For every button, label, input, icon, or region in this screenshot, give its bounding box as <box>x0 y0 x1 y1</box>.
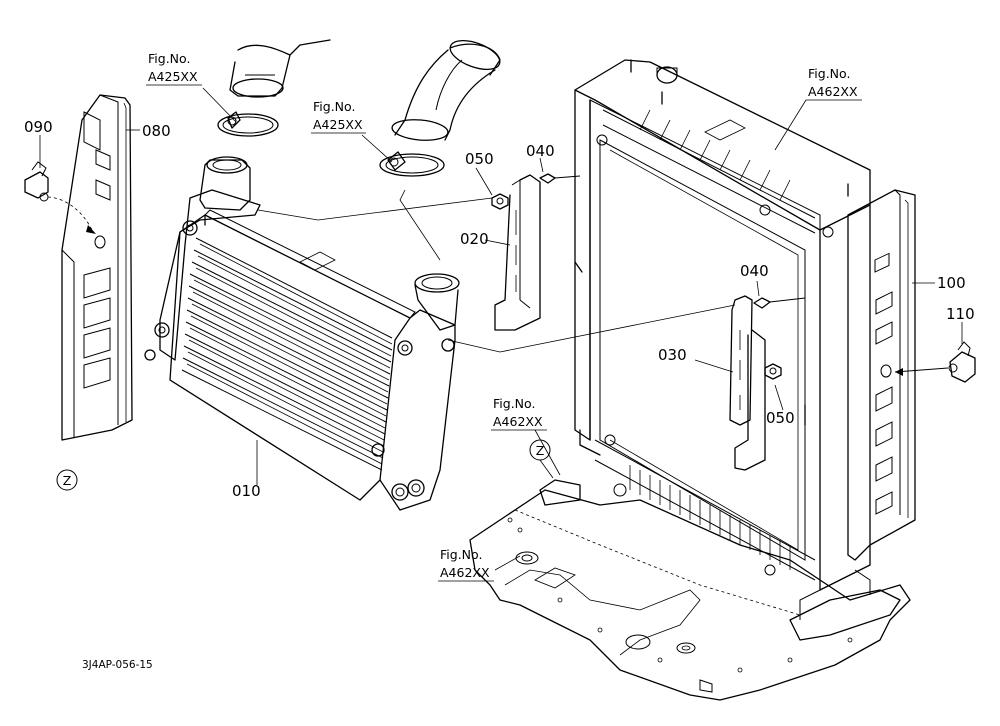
side-plate-100 <box>847 189 916 561</box>
callout-050-lower: 050 <box>766 409 795 427</box>
figref-a462-middle: Fig.No. A462XX <box>491 396 547 431</box>
clip-110 <box>894 341 976 383</box>
callout-080: 080 <box>142 122 171 140</box>
intercooler-fins <box>181 237 393 471</box>
figref-a462-top: Fig.No. A462XX <box>806 66 862 101</box>
callout-040-lower: 040 <box>740 262 769 280</box>
upper-fins <box>602 109 816 234</box>
drawing-code: 3J4AP-056-15 <box>82 659 153 671</box>
callout-020: 020 <box>460 230 489 248</box>
svg-text:A425XX: A425XX <box>148 69 198 84</box>
bracket-030 <box>729 295 806 471</box>
svg-text:Fig.No.: Fig.No. <box>148 51 190 66</box>
svg-text:Fig.No.: Fig.No. <box>313 99 355 114</box>
hose-left <box>217 39 331 137</box>
figref-a425-left: Fig.No. A425XX <box>146 51 202 86</box>
callout-030: 030 <box>658 346 687 364</box>
callout-100: 100 <box>937 274 966 292</box>
svg-text:A425XX: A425XX <box>313 117 363 132</box>
figref-a462-bottom: Fig.No. A462XX <box>438 547 494 582</box>
svg-text:Fig.No.: Fig.No. <box>493 396 535 411</box>
radiator-assembly <box>539 59 901 641</box>
callout-110: 110 <box>946 305 975 323</box>
figure-references: Fig.No. A425XX Fig.No. A425XX Fig.No. A4… <box>146 51 862 582</box>
callout-040-upper: 040 <box>526 142 555 160</box>
hose-right <box>379 39 501 177</box>
svg-text:Fig.No.: Fig.No. <box>440 547 482 562</box>
lower-fins <box>594 439 816 581</box>
svg-text:Z: Z <box>536 443 545 458</box>
intercooler-010 <box>144 156 460 511</box>
callout-090: 090 <box>24 118 53 136</box>
part-callouts: 010 020 030 040 040 050 050 080 090 100 … <box>24 118 975 500</box>
leader-lines <box>39 87 963 571</box>
base-plate <box>469 489 911 701</box>
clip-090 <box>24 161 96 234</box>
svg-text:Fig.No.: Fig.No. <box>808 66 850 81</box>
view-mark-z-right: Z <box>529 439 551 461</box>
callout-010: 010 <box>232 482 261 500</box>
view-mark-z-left: Z <box>56 469 78 491</box>
figref-a425-right: Fig.No. A425XX <box>311 99 366 134</box>
svg-text:A462XX: A462XX <box>440 565 490 580</box>
callout-050-upper: 050 <box>465 150 494 168</box>
svg-text:A462XX: A462XX <box>493 414 543 429</box>
bracket-020 <box>491 173 581 331</box>
svg-text:Z: Z <box>63 473 72 488</box>
svg-text:A462XX: A462XX <box>808 84 858 99</box>
side-plate-080 <box>61 94 133 441</box>
